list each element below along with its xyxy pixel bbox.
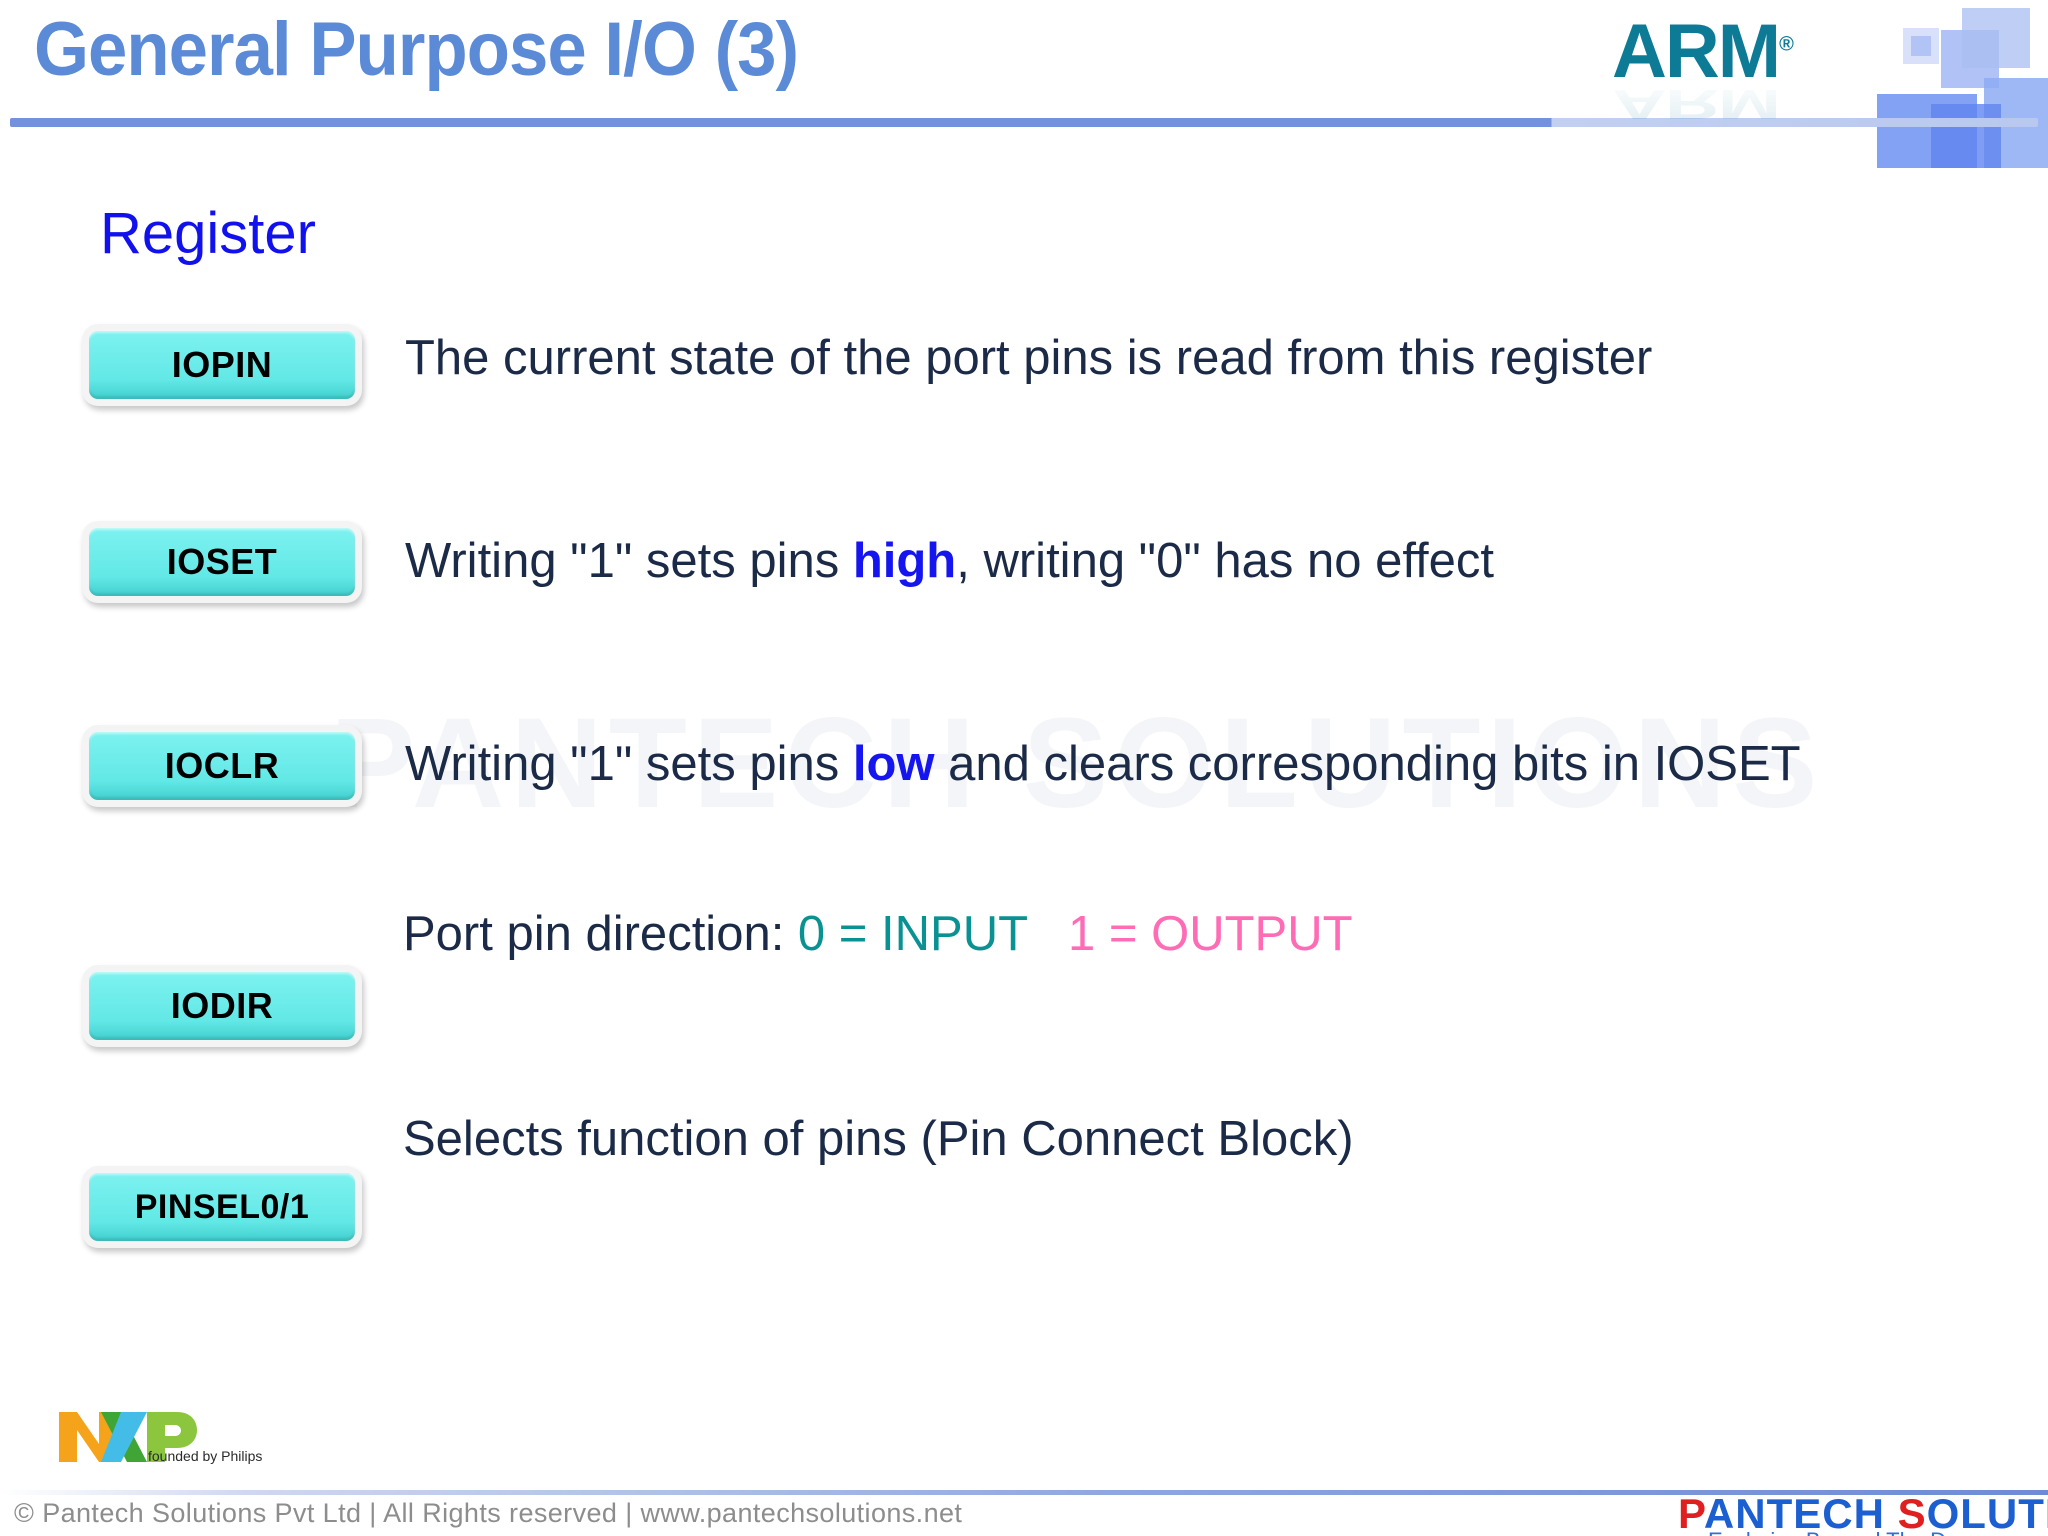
- desc-text: , writing "0" has no effect: [956, 534, 1495, 588]
- page-title: General Purpose I/O (3): [34, 7, 799, 92]
- pantech-solutions-logo: PANTECH SOLUTIONSTM: [1678, 1490, 2048, 1536]
- desc-text: Writing "1" sets pins: [405, 737, 853, 791]
- desc-text: and clears corresponding bits in IOSET: [934, 737, 1801, 791]
- deco-square-medium-light: [1962, 8, 2030, 68]
- title-divider: [10, 118, 2038, 127]
- register-description-ioset: Writing "1" sets pins high, writing "0" …: [405, 533, 1494, 589]
- section-label-register: Register: [100, 201, 316, 266]
- register-description-iopin: The current state of the port pins is re…: [405, 330, 1652, 386]
- desc-highlight-high: high: [852, 534, 957, 588]
- register-box-ioset[interactable]: IOSET: [82, 521, 362, 603]
- register-box-ioclr[interactable]: IOCLR: [82, 725, 362, 807]
- register-box-ioset-label: IOSET: [89, 528, 355, 596]
- register-box-iodir[interactable]: IODIR: [82, 965, 362, 1047]
- pantech-tagline: Exploring Beyond The Dreams: [1708, 1528, 2007, 1536]
- deco-square-tiny: [1911, 36, 1931, 56]
- deco-square-tiny-outline: [1903, 28, 1939, 64]
- footer-copyright: © Pantech Solutions Pvt Ltd | All Rights…: [14, 1498, 963, 1528]
- register-box-iodir-label: IODIR: [89, 972, 355, 1040]
- nxp-logo-subtitle: founded by Philips: [148, 1448, 263, 1464]
- desc-text: The current state of the port pins is re…: [405, 331, 1653, 385]
- desc-text: Selects function of pins (Pin Connect Bl…: [403, 1112, 1354, 1166]
- register-box-iopin-label: IOPIN: [89, 331, 355, 399]
- desc-gap: [1027, 907, 1068, 961]
- register-description-iodir: Port pin direction: 0 = INPUT 1 = OUTPUT: [403, 906, 1353, 962]
- register-box-iopin[interactable]: IOPIN: [82, 324, 362, 406]
- nxp-logo: [59, 1412, 197, 1462]
- arm-logo-trademark: ®: [1779, 33, 1794, 56]
- desc-text: Port pin direction:: [403, 907, 798, 961]
- register-description-pinsel: Selects function of pins (Pin Connect Bl…: [403, 1111, 1354, 1167]
- pantech-logo-s: S: [1897, 1490, 1927, 1536]
- register-box-pinsel[interactable]: PINSEL0/1: [82, 1166, 362, 1248]
- desc-text: Writing "1" sets pins: [405, 534, 853, 588]
- register-description-ioclr: Writing "1" sets pins low and clears cor…: [405, 736, 1801, 792]
- footer-divider: [0, 1490, 2048, 1495]
- deco-square-overlap: [1931, 104, 2001, 168]
- arm-logo: ARM®: [1612, 8, 1794, 95]
- pantech-logo-antech: ANTECH: [1703, 1490, 1898, 1536]
- register-box-pinsel-label: PINSEL0/1: [89, 1173, 355, 1241]
- pantech-logo-olutions: OLUTIONS: [1926, 1490, 2048, 1536]
- pantech-logo-p: P: [1678, 1490, 1704, 1536]
- arm-logo-reflection: ARM: [1612, 80, 1780, 128]
- register-box-ioclr-label: IOCLR: [89, 732, 355, 800]
- desc-value-input: 0 = INPUT: [797, 907, 1028, 961]
- desc-highlight-low: low: [852, 737, 935, 791]
- arm-logo-text: ARM: [1612, 9, 1781, 94]
- desc-value-output: 1 = OUTPUT: [1067, 907, 1353, 961]
